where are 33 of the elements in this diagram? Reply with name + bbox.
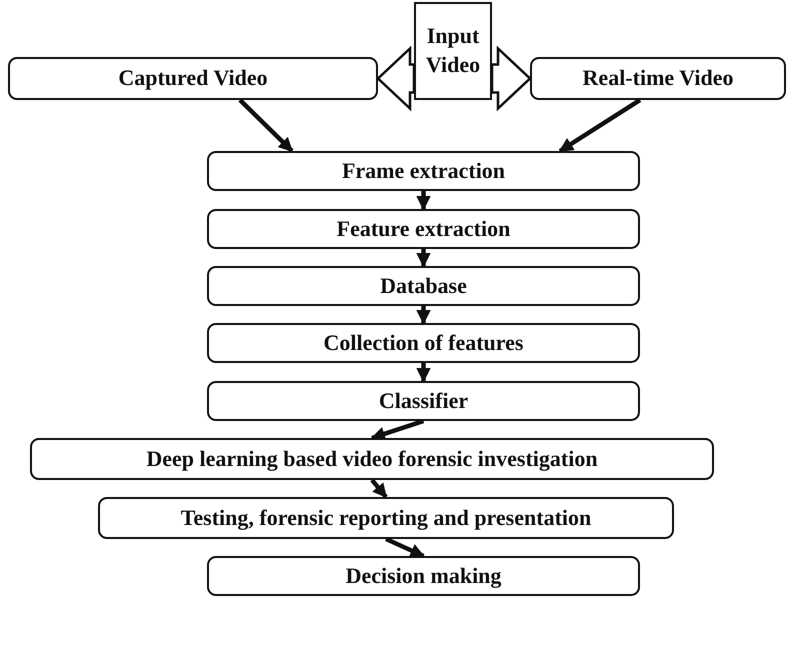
box-label: Classifier [378,386,468,415]
box-label: Deep learning based video forensic investigation [146,444,598,473]
block-arrow [376,46,416,112]
block-arrow [490,46,532,112]
arrow [416,191,431,210]
process-box [8,57,378,100]
process-box [207,266,640,306]
box-label: Input Video [424,22,482,79]
arrow [238,98,294,153]
process-box [207,151,640,191]
process-box [207,323,640,363]
process-box [530,57,786,100]
box-label: Testing, forensic reporting and presentation [180,504,592,532]
arrow [416,306,431,324]
box-label: Decision making [346,562,502,590]
box-label: Collection of features [324,328,524,357]
arrow [385,536,425,558]
arrow [558,98,642,153]
process-box [207,556,640,596]
process-box [30,438,714,480]
arrow [416,249,431,268]
box-label: Feature extraction [336,214,510,243]
arrow [370,418,424,441]
arrow [370,478,388,498]
box-label: Captured Video [118,64,268,92]
box-label: Database [380,272,467,300]
box-label: Frame extraction [342,156,506,185]
box-label: Real-time Video [582,64,734,92]
arrow [416,363,431,382]
process-box [207,381,640,421]
process-box [207,209,640,249]
process-box [414,2,492,100]
process-box [98,497,674,539]
